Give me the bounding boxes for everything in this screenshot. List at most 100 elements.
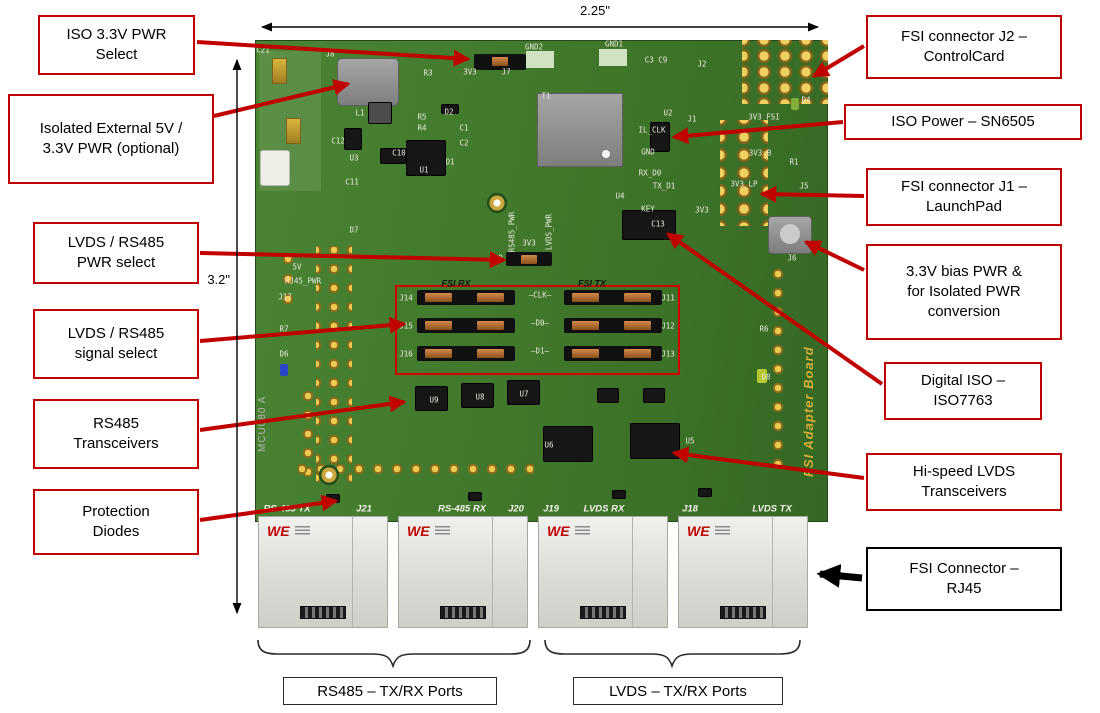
connector-seam [492,517,493,627]
header-pads-right [768,262,788,476]
header-pads-left [316,246,352,482]
silkscreen-gnd: GND [641,147,655,157]
silkscreen-u4: U4 [615,191,625,201]
silkscreen-d4: D4 [801,95,811,105]
ic-small [380,148,406,164]
silkscreen-j16: J16 [399,349,413,359]
we-logo-lines [295,526,310,536]
silkscreen-gnd1: GND1 [604,39,624,49]
silkscreen-j7: J7 [501,67,511,77]
silkscreen-r4: R4 [417,123,427,133]
callout-protection-diodes: Protection Diodes [33,489,199,555]
silkscreen-c21: C21 [256,45,270,55]
silkscreen-j11: J11 [661,293,675,303]
silkscreen-j17: J17 [278,292,292,302]
jumper-j13 [564,346,662,361]
silkscreen-j13: J13 [661,349,675,359]
silkscreen-r5: R5 [417,112,427,122]
silkscreen-c10: C10 [392,148,406,158]
silkscreen-fsi-rx: FSI RX [441,278,471,289]
we-logo-lines [715,526,730,536]
protection-diode [612,490,626,499]
silkscreen-c12: C12 [331,136,345,146]
callout-iso-pwr-select: ISO 3.3V PWR Select [38,15,195,75]
brace-rs485-ports [257,639,531,669]
rj45-connector-j18: WE [678,516,808,628]
ic-u2-sn6505 [650,122,670,152]
silkscreen-d7: D7 [349,225,359,235]
we-logo: WE [407,523,430,539]
silkscreen-j20: J20 [508,503,524,515]
inductor-l1 [368,102,392,124]
gnd1-pad [599,49,627,66]
silkscreen-j19: J19 [543,503,559,515]
callout-digital-iso: Digital ISO – ISO7763 [884,362,1042,420]
connector-pins [440,606,486,619]
micro-usb-connector [337,58,399,106]
silkscreen-c11: C11 [345,177,359,187]
connector-seam [632,517,633,627]
silkscreen-3v3-lp: 3V3_LP [730,179,758,189]
silkscreen-j15: J15 [399,321,413,331]
mounting-hole [486,192,508,214]
silkscreen-j1: J1 [687,114,697,124]
silkscreen-c1: C1 [459,123,469,133]
silkscreen-lvds-pwr: LVDS_PWR [544,213,554,251]
callout-bias-pwr: 3.3V bias PWR & for Isolated PWR convers… [866,244,1062,340]
callout-lvds-rs485-signal: LVDS / RS485 signal select [33,309,199,379]
silkscreen-key: KEY [641,204,655,214]
silkscreen--d0-: –D0– [530,318,550,328]
silkscreen-j8: J8 [325,49,335,59]
silkscreen-rs-485-rx: RS-485 RX [437,503,487,515]
silkscreen-j10: J10 [489,253,503,263]
jumper-j11 [564,290,662,305]
silkscreen-r6: R6 [759,324,769,334]
callout-fsi-j1: FSI connector J1 – LaunchPad [866,168,1062,226]
led-d6 [280,364,288,376]
fsi-header-j2 [742,40,828,104]
connector-pins [720,606,766,619]
board-name-left: MCU080 A [257,395,268,452]
ic-u9-rs485 [415,386,448,411]
capacitor [286,118,301,144]
we-logo-lines [435,526,450,536]
ic-u5-lvds [630,423,680,459]
silkscreen-j6: J6 [787,253,797,263]
jumper-j14 [417,290,515,305]
silkscreen-fsi-tx: FSI TX [577,278,607,289]
jumper-j15 [417,318,515,333]
silkscreen-rs-485-tx: RS-485 TX [263,503,311,515]
ic-u3 [344,128,362,150]
dimension-width-label: 2.25" [580,3,610,18]
silkscreen-d6: D6 [279,349,289,359]
arrow-fsi-rj45 [816,564,863,588]
silkscreen-rj45-pwr: RJ45_PWR [284,276,322,286]
silkscreen-j18: J18 [682,503,698,515]
ic-u8-rs485 [461,383,494,408]
callout-fsi-j2: FSI connector J2 – ControlCard [866,15,1062,79]
silkscreen-u5: U5 [685,436,695,446]
connector-seam [352,517,353,627]
silkscreen-j12: J12 [661,321,675,331]
gnd2-pad [526,51,554,68]
transformer-t1 [537,93,623,167]
ic-small [643,388,665,403]
diode-d2 [441,104,459,114]
protection-diode [326,494,340,503]
protection-diode [468,492,482,501]
silkscreen-c2: C2 [459,138,469,148]
silkscreen-j2: J2 [697,59,707,69]
regulator-j6-center [780,224,800,244]
silkscreen-3v3-b: 3V3_B [748,148,772,158]
connector-pins [300,606,346,619]
silkscreen-rx-d0: RX_D0 [638,168,662,178]
brace-lvds-ports [544,639,801,669]
silkscreen--d1-: –D1– [530,346,550,356]
we-logo: WE [267,523,290,539]
callout-fsi-rj45: FSI Connector – RJ45 [866,547,1062,611]
connector-seam [772,517,773,627]
ic-u1 [406,140,446,176]
silkscreen-d1: D1 [445,157,455,167]
callout-isolated-ext: Isolated External 5V / 3.3V PWR (optiona… [8,94,214,184]
board-name-right: FSI Adapter Board [801,346,816,477]
